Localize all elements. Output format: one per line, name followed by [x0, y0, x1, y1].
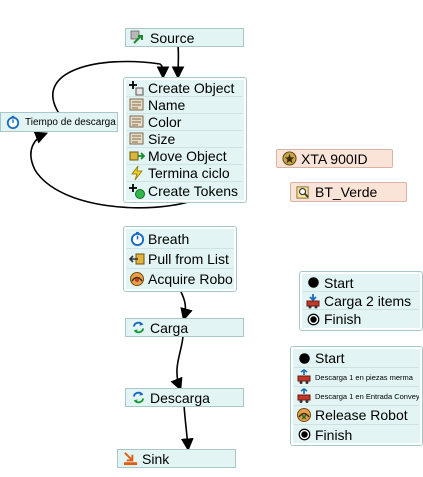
activity-label: Create Tokens [148, 183, 239, 199]
sink-node[interactable]: Sink [117, 449, 236, 468]
activity-acquire-robot[interactable]: Acquire Robot [127, 269, 233, 289]
activity-carga-2-items[interactable]: Carga 2 items [303, 292, 419, 310]
create-object-icon [129, 80, 145, 96]
loop-create-tokens-to-timer [30, 131, 196, 209]
side-activity-group-descarga[interactable]: Start Descarga 1 en piezas merma Descarg… [290, 346, 423, 446]
activity-label: Release Robot [315, 407, 408, 423]
activity-descarga-piezas-merma[interactable]: Descarga 1 en piezas merma [294, 368, 419, 387]
activity-create-tokens[interactable]: Create Tokens [127, 182, 243, 200]
loop-timer-to-create [52, 60, 170, 116]
activity-label: Descarga 1 en Entrada Conveyor [315, 391, 419, 401]
activity-finish[interactable]: Finish [294, 425, 419, 444]
activity-release-robot[interactable]: Release Robot [294, 406, 419, 425]
finish-dot-icon [296, 427, 312, 443]
tag-label: XTA 900ID [301, 150, 368, 167]
activity-label: Pull from List [148, 250, 229, 267]
carga-label: Carga [150, 319, 189, 336]
breath-activity-group[interactable]: Breath Pull from List Acquire Robot [123, 226, 237, 292]
tag-bt-verde[interactable]: BT_Verde [290, 182, 407, 202]
activity-start[interactable]: Start [294, 349, 419, 368]
start-dot-icon [296, 350, 312, 366]
activity-breath[interactable]: Breath [127, 229, 233, 249]
cycle-arrows-icon [130, 320, 146, 336]
side-activity-group-carga[interactable]: Start Carga 2 items Finish [299, 271, 423, 331]
unload-cart-icon [296, 369, 312, 385]
activity-name[interactable]: Name [127, 97, 243, 114]
activity-label: Termina ciclo [148, 165, 230, 181]
activity-pull-from-list[interactable]: Pull from List [127, 249, 233, 269]
stopwatch-icon [5, 114, 21, 130]
activity-label: Move Object [148, 148, 227, 164]
finish-dot-icon [305, 311, 321, 327]
activity-descarga-entrada-conveyor[interactable]: Descarga 1 en Entrada Conveyor [294, 387, 419, 406]
source-node[interactable]: Source [125, 28, 244, 47]
arrow-acquire-to-carga [180, 291, 193, 322]
acquire-resource-icon [129, 271, 145, 287]
source-icon [130, 30, 146, 46]
activity-create-object[interactable]: Create Object [127, 80, 243, 97]
main-activity-group[interactable]: Create Object Name Color Size Move Objec… [123, 77, 247, 203]
activity-start[interactable]: Start [303, 274, 419, 292]
activity-label: Size [148, 131, 176, 147]
activity-label: Carga 2 items [324, 292, 412, 309]
timer-label: Tiempo de descarga [25, 116, 116, 128]
activity-label: Color [148, 114, 182, 130]
activity-label: Descarga 1 en piezas merma [315, 372, 413, 382]
timer-node[interactable]: Tiempo de descarga [0, 112, 118, 132]
pull-list-icon [129, 251, 145, 267]
start-dot-icon [305, 275, 321, 291]
move-object-icon [129, 148, 145, 164]
magnifier-icon [295, 184, 311, 200]
sink-icon [122, 451, 138, 467]
activity-label: Create Object [148, 80, 235, 96]
activity-move-object[interactable]: Move Object [127, 148, 243, 165]
activity-label: Start [324, 274, 354, 291]
unload-cart-icon [296, 388, 312, 404]
label-tag-icon [129, 131, 145, 147]
sink-label: Sink [142, 450, 170, 467]
carga-node[interactable]: Carga [125, 318, 244, 337]
activity-label: Acquire Robot [148, 271, 233, 287]
activity-color[interactable]: Color [127, 114, 243, 131]
activity-size[interactable]: Size [127, 131, 243, 148]
activity-label: Finish [324, 311, 362, 327]
label-tag-icon [129, 114, 145, 130]
lightning-icon [129, 165, 145, 181]
tag-xta-900id[interactable]: XTA 900ID [276, 149, 393, 168]
load-items-icon [305, 293, 321, 309]
arrow-descarga-to-sink [180, 404, 194, 452]
stopwatch-icon [129, 231, 145, 247]
activity-label: Breath [148, 230, 190, 247]
tag-label: BT_Verde [315, 184, 378, 200]
star-badge-icon [281, 151, 297, 167]
activity-label: Finish [315, 426, 353, 443]
activity-termina-ciclo[interactable]: Termina ciclo [127, 165, 243, 182]
descarga-node[interactable]: Descarga [125, 388, 244, 407]
cycle-arrows-icon [130, 390, 146, 406]
source-label: Source [150, 29, 195, 46]
arrow-carga-to-descarga [170, 335, 184, 391]
label-tag-icon [129, 97, 145, 113]
descarga-label: Descarga [150, 389, 210, 406]
activity-label: Name [148, 97, 186, 113]
create-tokens-icon [129, 183, 145, 199]
activity-label: Start [315, 350, 345, 366]
release-resource-icon [296, 407, 312, 423]
activity-finish[interactable]: Finish [303, 310, 419, 328]
